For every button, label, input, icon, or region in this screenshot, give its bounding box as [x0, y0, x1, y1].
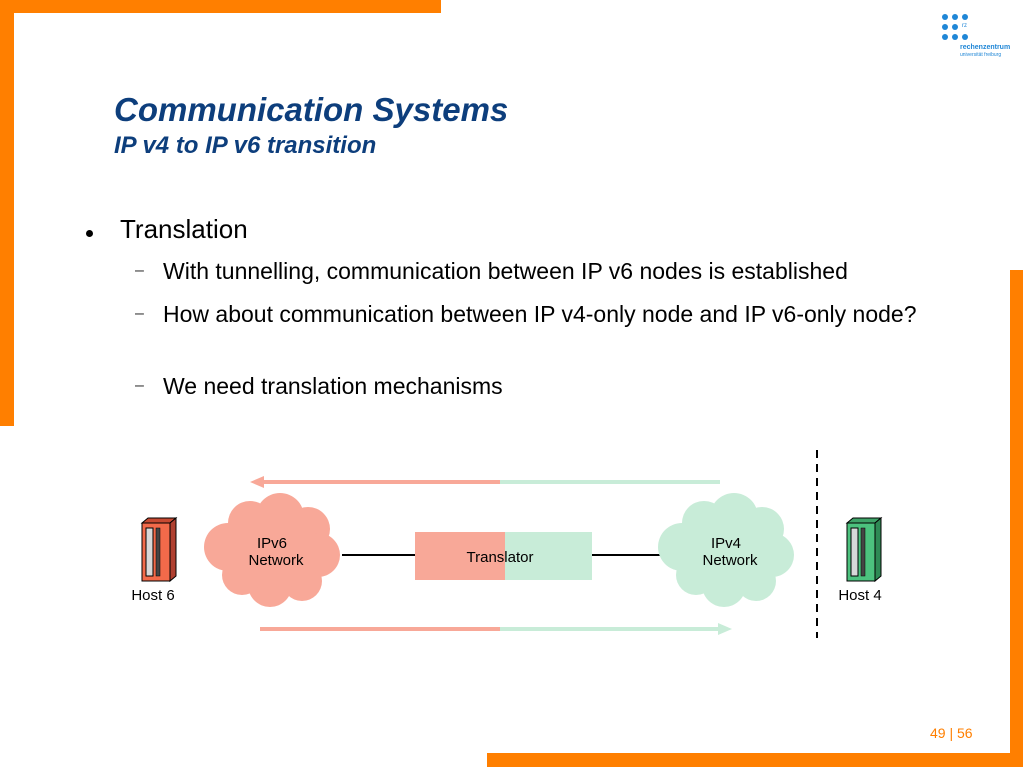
dash-icon: –: [135, 305, 144, 322]
ipv6-cloud-label-1: IPv6: [257, 535, 287, 552]
logo-line1: rechenzentrum: [960, 44, 1011, 51]
ipv4-cloud-label-1: IPv4: [711, 535, 741, 552]
bottom-arrow: [260, 623, 732, 635]
slide-subtitle: IP v4 to IP v6 transition: [114, 132, 377, 159]
ipv6-cloud-icon: [204, 493, 340, 607]
sub-item: How about communication between IP v4-on…: [163, 301, 917, 327]
top-arrow: [250, 476, 720, 488]
host6-label: Host 6: [131, 587, 174, 604]
sub-item: We need translation mechanisms: [163, 373, 503, 399]
page-number: 49 | 56: [930, 725, 973, 741]
logo-dots-icon: [940, 12, 970, 42]
translator-label: Translator: [467, 549, 534, 566]
left-side-bar: [0, 0, 14, 426]
right-side-bar: [1010, 270, 1023, 767]
ipv6-cloud-label-2: Network: [248, 552, 304, 569]
dash-icon: –: [135, 377, 144, 394]
bottom-right-bar: [487, 753, 1023, 767]
translator-box: [415, 532, 592, 580]
host4-label: Host 4: [838, 587, 881, 604]
host6-icon: [140, 516, 178, 583]
ipv4-cloud-icon: [658, 493, 794, 607]
top-left-bar: [0, 0, 441, 13]
sub-item: With tunnelling, communication between I…: [163, 258, 848, 284]
dash-icon: –: [135, 262, 144, 279]
university-logo: rz rechenzentrum universität freiburg: [938, 12, 1010, 62]
logo-rz: rz: [962, 23, 967, 29]
logo-line2: universität freiburg: [960, 52, 1002, 58]
bullet-dot-icon: [86, 230, 93, 237]
bullet-item: Translation: [120, 214, 248, 244]
ipv4-cloud-label-2: Network: [702, 552, 758, 569]
translation-diagram: Host 6 IPv6 Network Translator IPv4 Netw…: [131, 450, 883, 638]
slide-title: Communication Systems: [114, 91, 509, 128]
host4-icon: [845, 516, 883, 583]
